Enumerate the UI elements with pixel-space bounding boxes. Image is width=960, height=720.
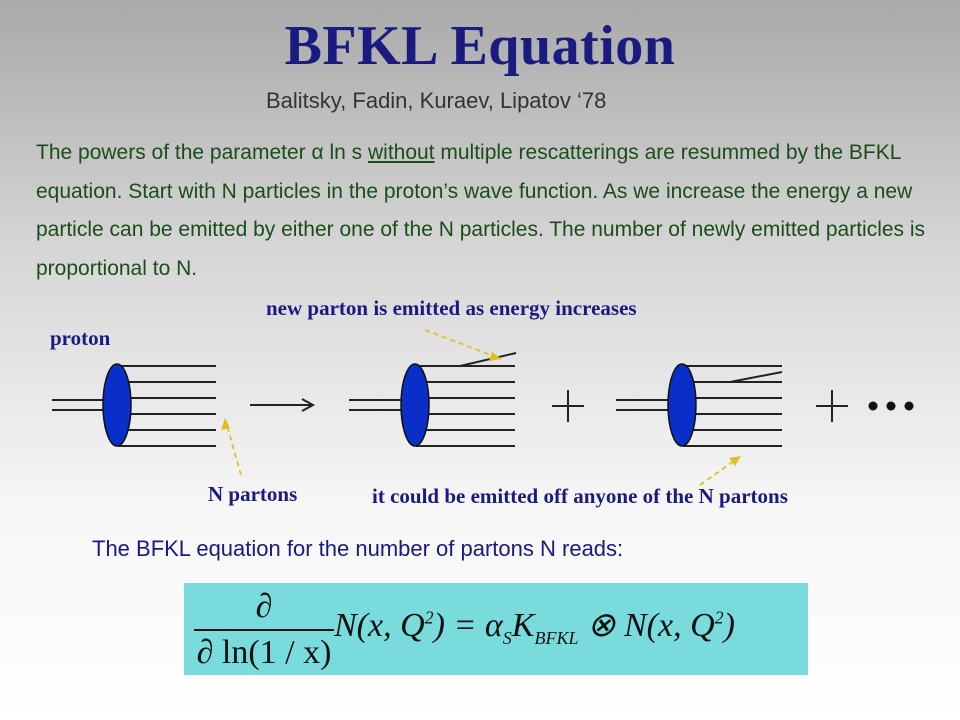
eq-lhs-n: N(x, Q — [334, 607, 425, 644]
fraction-bar — [194, 629, 334, 631]
eq-otimes-n: ⊗ N(x, Q — [578, 607, 715, 644]
proton-ellipse-3 — [667, 363, 697, 447]
proton-label: proton — [50, 326, 111, 350]
eq-close: ) — [723, 607, 735, 644]
alpha-symbol: α — [311, 141, 324, 164]
eq-alpha-sub: S — [502, 627, 512, 648]
eq-k-sub: BFKL — [534, 627, 579, 648]
fraction-numerator: ∂ — [255, 588, 273, 625]
new-parton-label: new parton is emitted as energy increase… — [266, 296, 637, 320]
proton-diagram-2 — [349, 352, 517, 447]
plus-sign-2 — [816, 390, 848, 422]
ellipsis-dots — [868, 401, 914, 411]
n-partons-label: N partons — [208, 482, 298, 506]
evolution-arrow — [250, 398, 316, 412]
label-arrowheads — [221, 352, 741, 466]
equation-rhs: N(x, Q2) = αSKBFKL ⊗ N(x, Q2) — [334, 605, 735, 649]
eq-sq-1: 2 — [424, 607, 434, 628]
label-arrows — [225, 329, 739, 486]
proton-ellipse-2 — [400, 363, 430, 447]
emitted-off-label: it could be emitted off anyone of the N … — [372, 484, 788, 508]
para-part2: ln s — [323, 141, 368, 164]
proton-ellipse-1 — [102, 363, 132, 447]
proton-diagram-1 — [52, 365, 216, 447]
plus-sign-1 — [552, 390, 584, 422]
para-part3: multiple rescatterings are resummed by t… — [36, 141, 926, 280]
eq-sq-2: 2 — [714, 607, 724, 628]
authors-subtitle: Balitsky, Fadin, Kuraev, Lipatov ‘78 — [266, 88, 607, 113]
derivative-fraction: ∂ ∂ ln(1 / x) — [194, 587, 334, 673]
eq-equals-alpha: ) = α — [433, 607, 503, 644]
fraction-denominator: ∂ ln(1 / x) — [196, 634, 332, 671]
bfkl-equation: ∂ ∂ ln(1 / x) N(x, Q2) = αSKBFKL ⊗ N(x, … — [184, 583, 808, 675]
proton-diagram-3 — [616, 365, 783, 447]
para-underlined: without — [367, 141, 435, 164]
eq-k: K — [511, 607, 535, 644]
equation-intro: The BFKL equation for the number of part… — [92, 536, 624, 561]
intro-paragraph: The powers of the parameter α ln s witho… — [36, 134, 936, 288]
equation-box: ∂ ∂ ln(1 / x) N(x, Q2) = αSKBFKL ⊗ N(x, … — [184, 583, 808, 675]
para-part1: The powers of the parameter — [36, 141, 312, 164]
page-title: BFKL Equation — [284, 15, 676, 77]
